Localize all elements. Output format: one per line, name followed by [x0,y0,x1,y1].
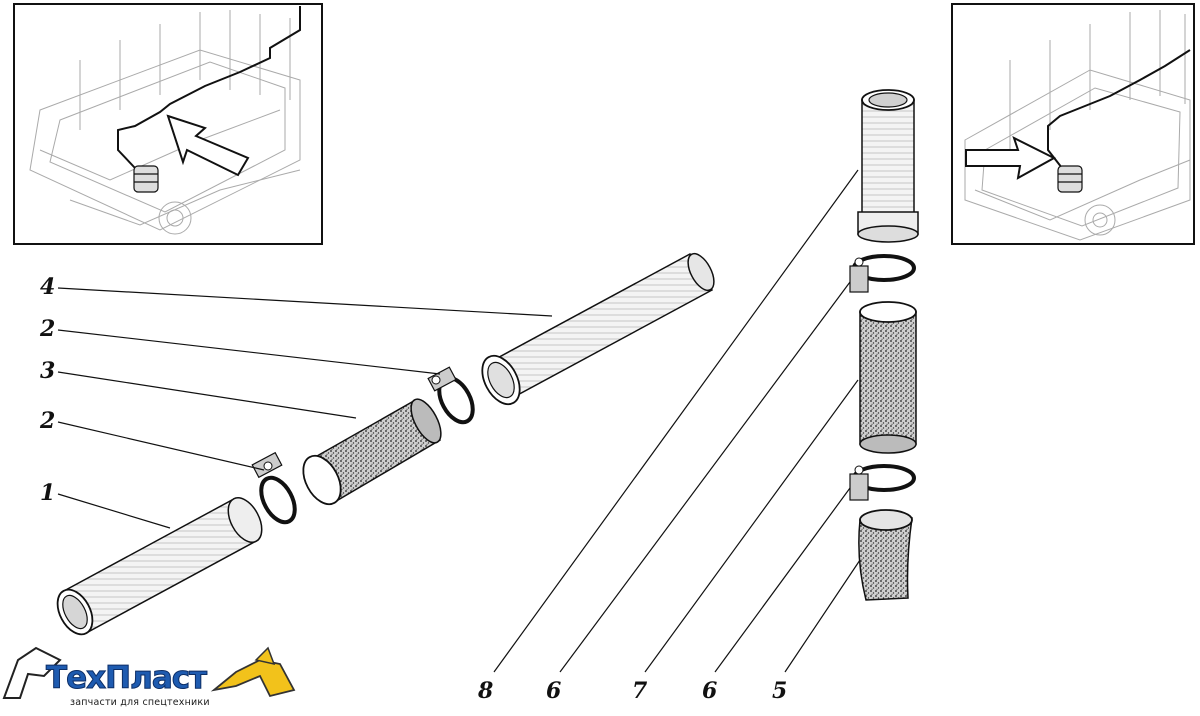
callout-6: 6 [702,678,717,704]
logo-text: ТехПласт [45,660,207,697]
leader-lines [57,169,861,673]
part-4-pipe [481,252,715,406]
callout-7: 7 [632,678,648,704]
arrow-icon [166,114,250,177]
callout-8: 8 [477,678,493,704]
callout-2: 2 [39,316,55,342]
logo-tagline: запчасти для спецтехники [70,697,210,708]
callout-4: 4 [40,274,55,300]
callout-2: 2 [39,408,55,434]
inset-left [13,3,323,245]
callout-1: 1 [40,480,55,506]
arrow-icon [965,136,1057,180]
callout-6: 6 [546,678,561,704]
part-2-clamp-upper [427,366,475,425]
callout-5: 5 [772,678,787,704]
part-6-clamp-upper [849,254,916,293]
part-7-hose [859,301,917,454]
part-2-clamp-lower [251,451,297,525]
callouts-bottom: 8 6 7 6 5 [477,678,787,704]
callout-3: 3 [40,358,55,384]
part-6-clamp-lower [849,464,916,501]
part-3-hose [302,398,442,506]
logo-machine-icon [2,646,296,699]
part-8-pipe [857,89,919,243]
inset-right [951,3,1195,245]
part-5-hose-elbow [858,509,913,601]
callouts-left: 4 2 3 2 1 [39,274,55,506]
part-1-pipe [56,497,263,636]
